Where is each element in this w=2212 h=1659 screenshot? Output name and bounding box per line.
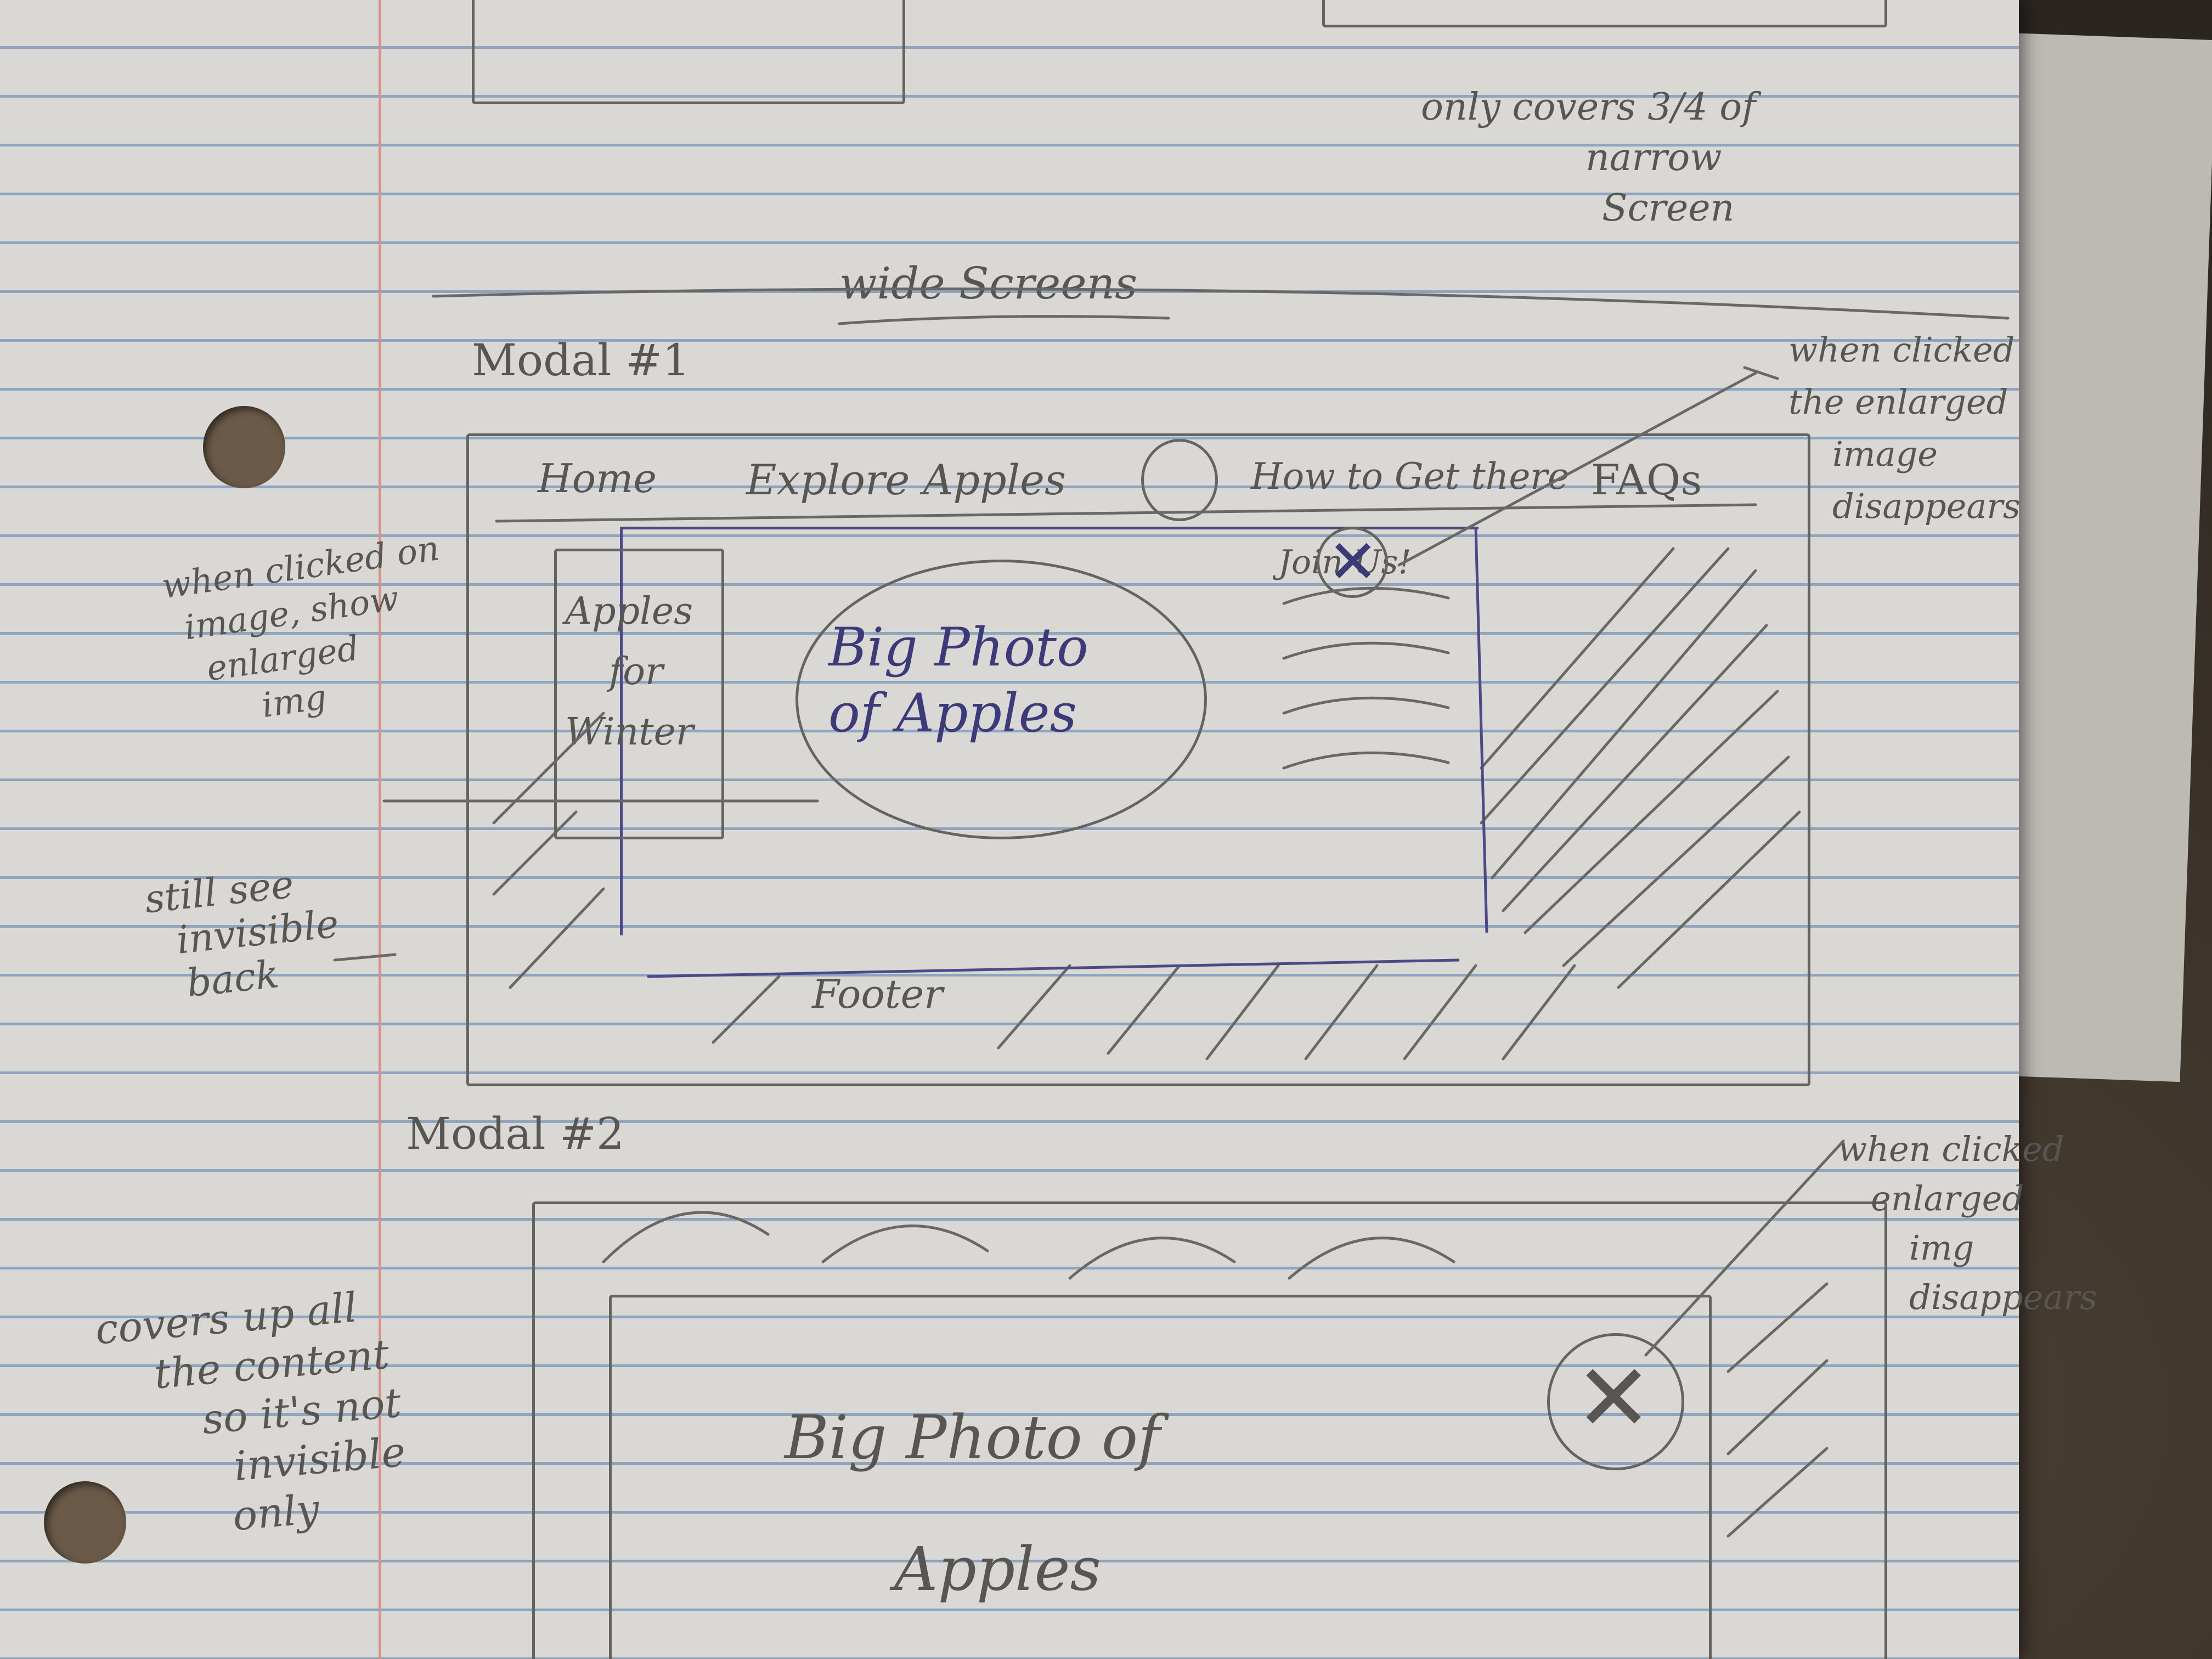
note-line: enlarged bbox=[1871, 1178, 2024, 1218]
punch-hole-top bbox=[203, 406, 285, 488]
top-note: only covers 3/4 of narrow Screen bbox=[1421, 82, 1756, 234]
close-icon[interactable]: ✕ bbox=[1328, 527, 1379, 597]
modal1-close-note: when clicked the enlarged image disappea… bbox=[1788, 324, 2021, 532]
big-photo-line: of Apples bbox=[828, 682, 1077, 744]
thumbnail-line: Winter bbox=[565, 710, 694, 754]
nav-faqs: FAQs bbox=[1591, 455, 1702, 504]
modal2-enlarged-image bbox=[609, 1295, 1712, 1659]
punch-hole-bottom bbox=[44, 1481, 126, 1564]
modal1-page-frame bbox=[466, 433, 1810, 1086]
note-line: img bbox=[1909, 1228, 1974, 1268]
nav-explore-apples: Explore Apples bbox=[746, 455, 1066, 504]
note-line: when clicked bbox=[1788, 330, 2015, 370]
nav-how-to-get-there: How to Get there bbox=[1251, 455, 1569, 498]
apples-thumbnail[interactable] bbox=[554, 549, 724, 839]
modal2-big-photo-caption: Big Photo of Apples bbox=[785, 1372, 1160, 1635]
big-photo-line: Apples bbox=[894, 1534, 1101, 1604]
note-line: when clicked bbox=[1838, 1129, 2064, 1169]
close-icon[interactable]: ✕ bbox=[1575, 1344, 1653, 1453]
previous-sketch-box-right bbox=[1322, 0, 1887, 27]
section-title: wide Screens bbox=[839, 258, 1138, 309]
modal1-close-button[interactable] bbox=[1317, 527, 1388, 598]
modal2-close-note: when clicked enlarged img disappears bbox=[1838, 1125, 2097, 1322]
modal1-overlay bbox=[620, 527, 1479, 935]
top-note-line: only covers 3/4 of bbox=[1421, 86, 1756, 129]
note-line: disappears bbox=[1909, 1277, 2097, 1317]
modal2-page-frame bbox=[532, 1201, 1887, 1659]
big-photo-oval bbox=[795, 560, 1207, 839]
previous-sketch-box bbox=[472, 0, 905, 104]
nav-home: Home bbox=[538, 455, 657, 501]
apple-icon bbox=[1141, 439, 1218, 521]
notebook-sheet: only covers 3/4 of narrow Screen wide Sc… bbox=[0, 0, 2097, 1659]
note-line: disappears bbox=[1832, 486, 2021, 526]
big-photo-line: Big Photo of bbox=[785, 1402, 1160, 1472]
top-note-line: narrow bbox=[1585, 136, 1722, 179]
thumbnail-line: for bbox=[609, 650, 663, 693]
thumbnail-line: Apples bbox=[565, 590, 693, 633]
modal1-title: Modal #1 bbox=[472, 335, 690, 386]
margin-line bbox=[379, 0, 381, 1659]
modal2-close-button[interactable] bbox=[1547, 1333, 1684, 1470]
top-note-line: Screen bbox=[1602, 187, 1735, 230]
footer-label: Footer bbox=[812, 971, 943, 1017]
pencil-strokes bbox=[333, 287, 2010, 1538]
modal2-title: Modal #2 bbox=[406, 1108, 624, 1159]
note-line: image bbox=[1832, 434, 1938, 474]
thumbnail-caption: Apples for Winter bbox=[565, 582, 693, 763]
note-line: the enlarged bbox=[1788, 382, 2008, 422]
big-photo-caption: Big Photo of Apples bbox=[828, 614, 1088, 746]
big-photo-line: Big Photo bbox=[828, 617, 1088, 678]
